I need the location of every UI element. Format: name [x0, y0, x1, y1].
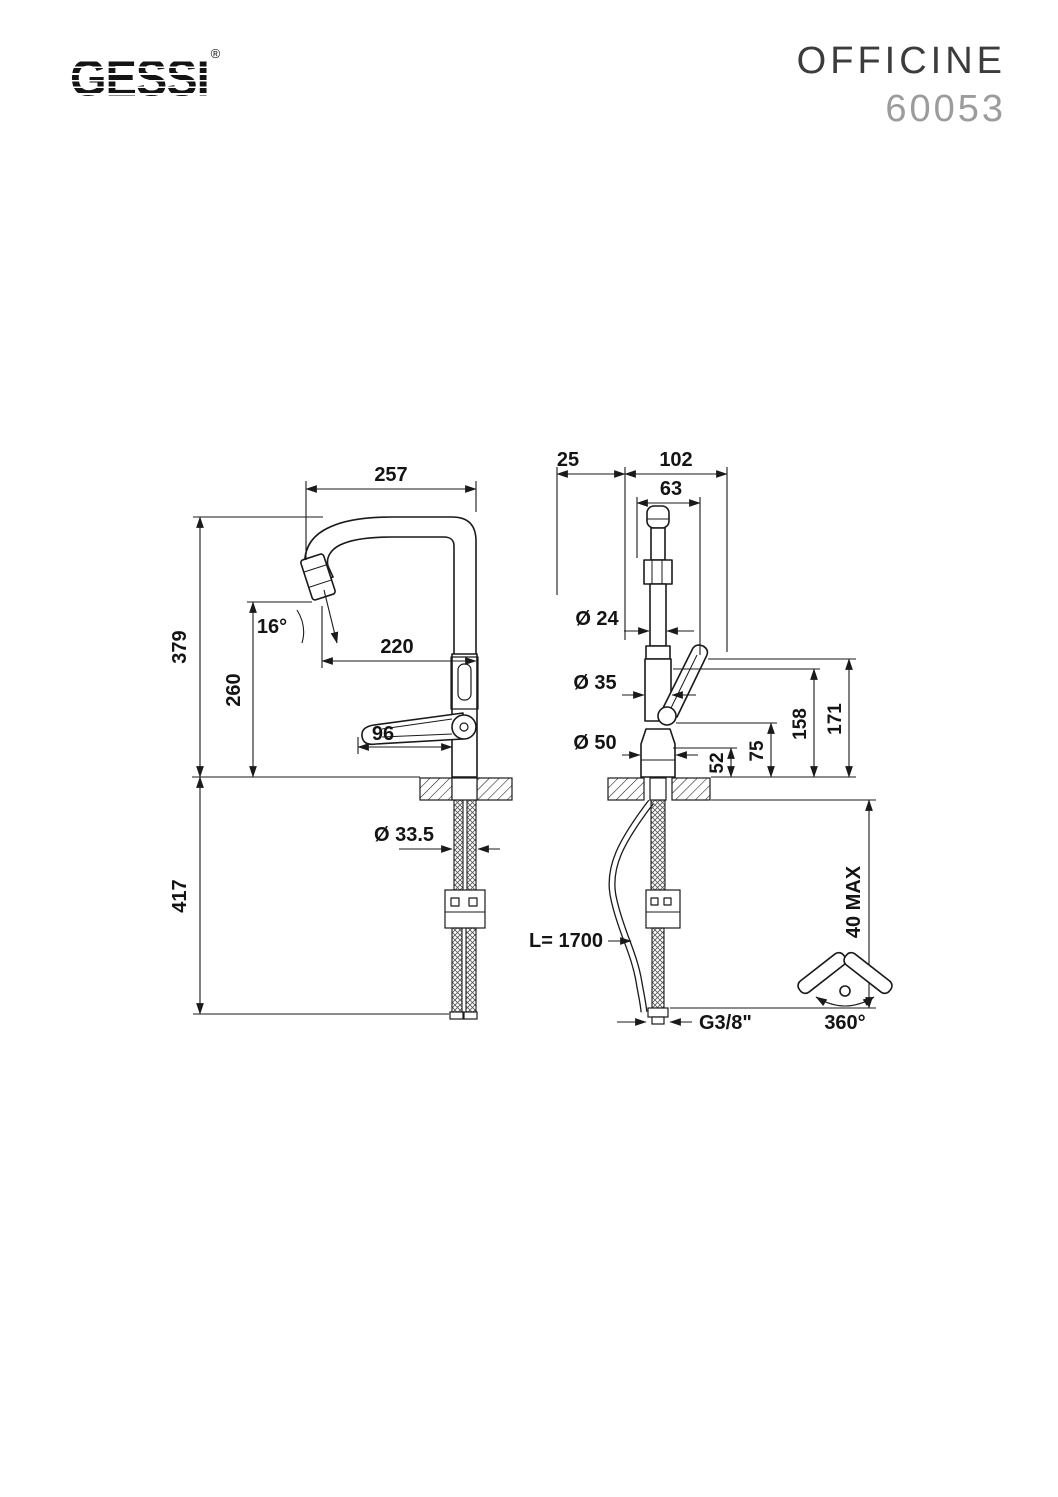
model-number: 60053: [885, 87, 1006, 130]
faucet-shank: [451, 777, 478, 801]
registered-trademark: ®: [210, 46, 221, 61]
rotation-angle-label: 360°: [824, 1012, 865, 1034]
mounting-bolt: [663, 897, 672, 906]
upper-tube: [649, 583, 667, 647]
connection-thread-label: G3/8": [699, 1012, 752, 1034]
dim-under-counter: 417: [169, 879, 191, 912]
dim-height-above-deck: 379: [169, 630, 191, 663]
handle-pivot: [451, 714, 477, 740]
supply-hose: [453, 799, 464, 891]
cartridge-housing: [450, 656, 479, 710]
faucet-shank: [649, 777, 667, 801]
countertop-section: [476, 777, 513, 801]
supply-hose: [465, 927, 477, 1013]
mounting-nut: [645, 889, 681, 929]
dim-outlet-height: 260: [223, 673, 245, 706]
dim-offset-25: 25: [557, 449, 579, 471]
spray-head: [300, 553, 336, 601]
dim-dia-35: Ø 35: [573, 672, 616, 694]
dim-dia-24: Ø 24: [575, 608, 619, 630]
collection-title: OFFICINE: [796, 40, 1006, 82]
countertop-section: [671, 777, 711, 801]
dim-spray-angle: 16°: [257, 616, 287, 638]
handle-joint: [657, 706, 677, 726]
countertop-section: [419, 777, 453, 801]
dim-height-158: 158: [790, 708, 811, 740]
threaded-shank: [650, 799, 666, 891]
hose-end-fitting: [449, 1011, 464, 1020]
side-view-dimensions: 257 379 260 16° 220 96 417 Ø 33.5: [169, 464, 500, 1015]
dim-hole-diameter: Ø 33.5: [374, 824, 434, 846]
mounting-bolt: [650, 897, 659, 906]
hose-connector-tip: [651, 1016, 665, 1025]
front-view-dimensions: 25 102 63 Ø 24 Ø 35 Ø 50 52 75 158 171: [529, 449, 876, 1034]
dim-max-counter-thickness: 40 MAX: [843, 865, 865, 938]
dim-dia-50: Ø 50: [573, 732, 616, 754]
flexible-hose-inner: [609, 800, 653, 1013]
dim-height-75: 75: [747, 740, 768, 762]
collar: [645, 645, 671, 660]
faucet-front-view: [607, 505, 711, 1025]
gessi-logo-text: GESSI: [70, 49, 210, 107]
spout-neck: [650, 527, 666, 561]
dim-spout-reach: 257: [374, 464, 407, 486]
hose-end-fitting: [463, 1011, 478, 1020]
dim-height-52: 52: [707, 752, 728, 773]
supply-hose: [466, 799, 477, 891]
hose-connector: [647, 1007, 669, 1018]
handle-pivot-center: [459, 722, 469, 732]
dim-height-171: 171: [825, 703, 846, 735]
hex-nut: [643, 559, 673, 585]
spout-cap: [646, 505, 670, 529]
faucet-side-view: [300, 516, 513, 1020]
dim-handle-offset-63: 63: [660, 478, 682, 500]
dim-width-102: 102: [659, 449, 692, 471]
handle-slot: [670, 654, 698, 709]
page-header: GESSI® OFFICINE 60053: [0, 40, 1058, 162]
gessi-logo: GESSI®: [70, 46, 221, 106]
rotation-360-icon: 360°: [797, 951, 893, 1034]
handle-slot: [381, 718, 453, 738]
mounting-bolt: [450, 897, 460, 907]
mounting-bolt: [468, 897, 478, 907]
supply-hose: [651, 927, 665, 1009]
hose-length-label: L= 1700: [529, 930, 603, 952]
dim-handle-length: 96: [372, 723, 394, 745]
mounting-nut: [444, 889, 486, 929]
countertop-section: [607, 777, 645, 801]
supply-hose: [451, 927, 463, 1013]
title-block: OFFICINE 60053: [796, 40, 1006, 131]
faucet-base: [640, 728, 676, 778]
dim-outlet-reach: 220: [380, 636, 413, 658]
